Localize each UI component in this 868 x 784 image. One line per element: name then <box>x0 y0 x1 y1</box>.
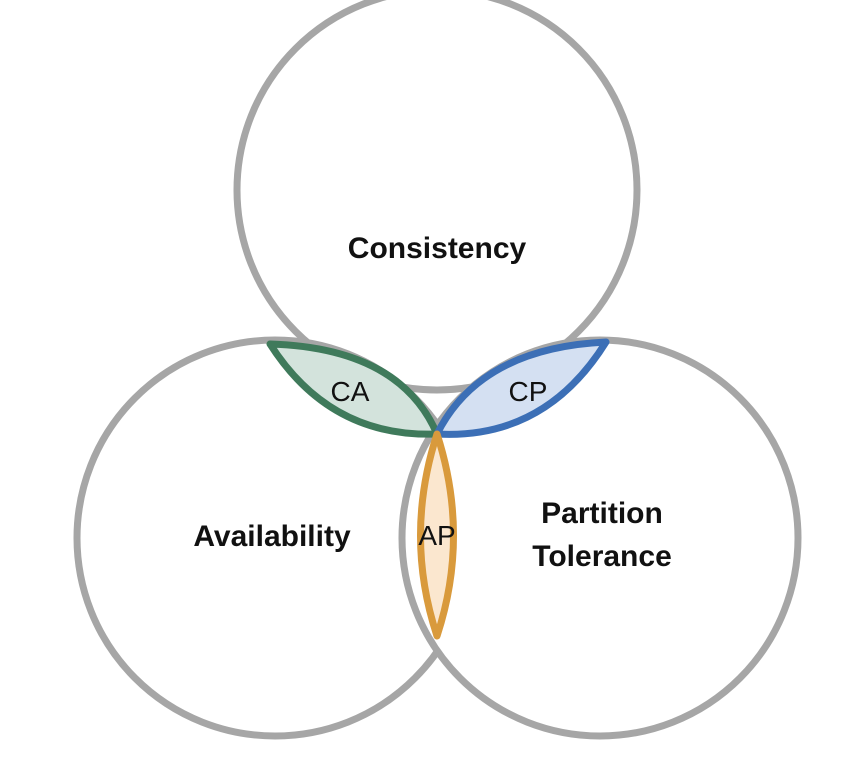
ap-intersection <box>417 430 457 640</box>
consistency-circle <box>233 0 641 394</box>
ca-label: CA <box>331 376 370 407</box>
availability-label: Availability <box>193 520 351 553</box>
cp-label: CP <box>509 376 548 407</box>
ap-label: AP <box>418 520 455 551</box>
partition-label: Partition <box>541 497 663 530</box>
tolerance-label: Tolerance <box>532 540 672 573</box>
consistency-label: Consistency <box>348 232 527 265</box>
